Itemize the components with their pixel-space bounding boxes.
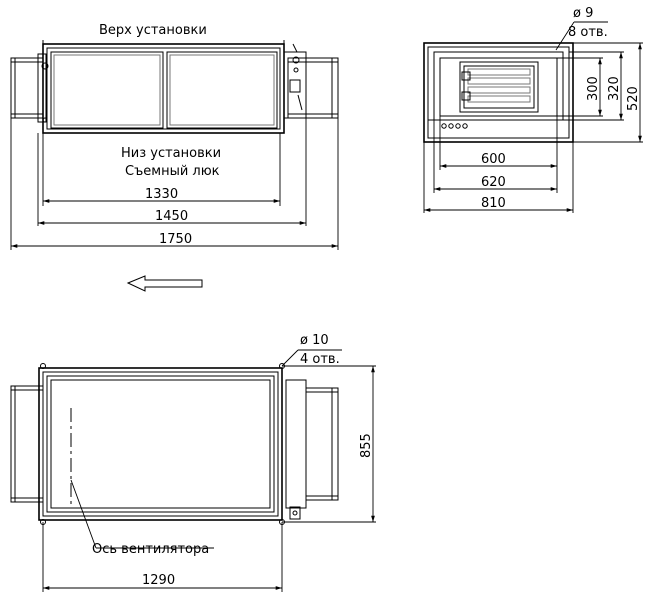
end-casing-outline (423, 42, 574, 143)
plan-duct-flange-left (10, 385, 44, 503)
dim-855: 855 (359, 433, 374, 458)
dim-1450: 1450 (155, 209, 188, 224)
dim-620: 620 (481, 175, 506, 190)
plan-duct-flange-right (305, 387, 339, 501)
plan-panel (50, 379, 271, 509)
hole-count-bottom: 4 отв. (300, 352, 340, 367)
dim-520: 520 (626, 86, 641, 111)
plan-casing-outline (38, 367, 283, 521)
dim-300: 300 (586, 76, 601, 101)
end-view (423, 21, 643, 213)
dim-810: 810 (481, 196, 506, 211)
fan-axis-label: Ось вентилятора (92, 542, 209, 557)
bottom-of-unit-label: Низ установки (121, 146, 221, 161)
terminal-box (289, 79, 301, 93)
dim-1290: 1290 (142, 573, 175, 588)
dim-600: 600 (481, 152, 506, 167)
plan-view (10, 349, 376, 592)
hole-diameter-top: ø 9 (573, 6, 593, 21)
fan-opening (459, 61, 539, 113)
side-view (10, 40, 339, 250)
hole-diameter-bottom: ø 10 (300, 333, 329, 348)
dim-1330: 1330 (145, 187, 178, 202)
hole-count-top: 8 отв. (568, 25, 608, 40)
airflow-direction-arrow (126, 275, 203, 292)
mounting-hole (40, 363, 46, 369)
dim-1750: 1750 (159, 232, 192, 247)
removable-panel-left (50, 51, 164, 129)
duct-flange-left (10, 57, 44, 119)
duct-flange-right (287, 57, 339, 119)
dim-320: 320 (607, 76, 622, 101)
top-of-unit-label: Верх установки (99, 23, 207, 38)
removable-hatch-label: Съемный люк (125, 164, 220, 179)
removable-panel-right (166, 51, 278, 129)
